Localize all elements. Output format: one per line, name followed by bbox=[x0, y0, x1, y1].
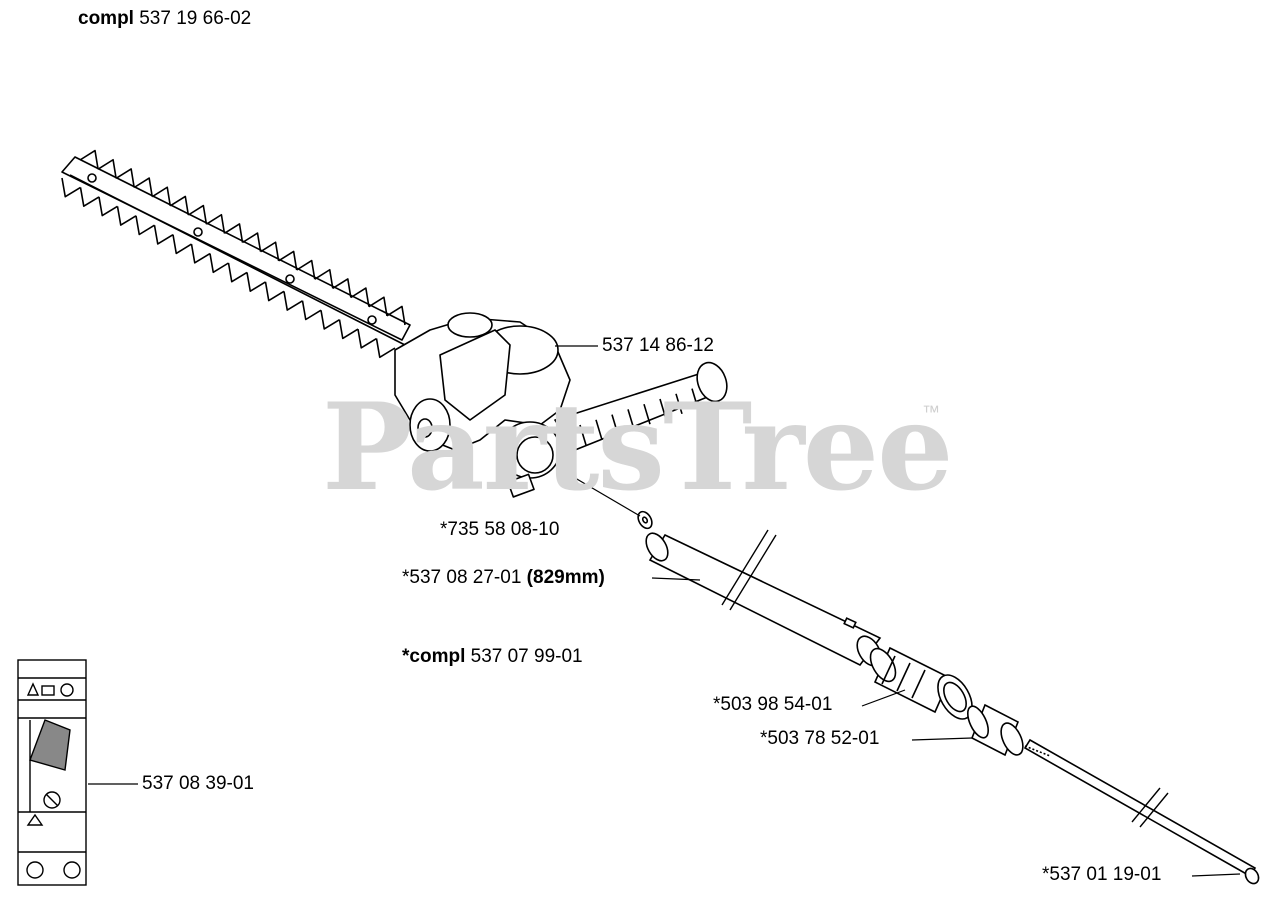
blade-tooth bbox=[135, 215, 155, 236]
blade-tooth bbox=[296, 259, 316, 280]
part-number: *537 08 27-01 bbox=[402, 567, 522, 588]
handle-rib bbox=[627, 409, 635, 430]
bearing-sleeve-drawing bbox=[869, 646, 973, 720]
blade-tooth bbox=[190, 243, 211, 264]
hedge-blade bbox=[61, 149, 411, 359]
handle-rib bbox=[595, 419, 603, 441]
blade-tooth bbox=[278, 250, 298, 271]
gear-housing-drawing bbox=[394, 312, 571, 498]
part-label-shaft-assembly[interactable]: *compl 537 07 99-01 bbox=[402, 646, 583, 668]
handle-rib bbox=[643, 403, 651, 425]
part-number: *735 58 08-10 bbox=[440, 519, 560, 540]
part-number: 537 08 39-01 bbox=[142, 773, 254, 794]
blade-tooth bbox=[264, 281, 285, 302]
decal-drawing bbox=[17, 659, 87, 886]
blade-tooth bbox=[187, 204, 208, 225]
shaft-tube-drawing bbox=[645, 529, 882, 667]
blade-tooth bbox=[338, 319, 359, 340]
part-suffix: (829mm) bbox=[526, 567, 605, 588]
part-prefix: *compl bbox=[402, 646, 466, 667]
header-part-number: 537 19 66-02 bbox=[139, 8, 252, 29]
part-label-bearing-sleeve[interactable]: *503 98 54-01 bbox=[713, 694, 832, 716]
blade-tooth bbox=[116, 206, 137, 226]
blade-tooth bbox=[320, 310, 340, 330]
drive-shaft-drawing bbox=[1023, 738, 1260, 885]
blade-tooth bbox=[169, 195, 190, 216]
blade-tooth bbox=[151, 186, 172, 206]
leader-lines bbox=[555, 345, 1241, 877]
blade-tooth bbox=[209, 253, 229, 274]
blade-tooth bbox=[314, 268, 334, 289]
trademark-symbol: ™ bbox=[922, 402, 940, 422]
blade-tooth bbox=[260, 241, 280, 261]
part-number: 537 14 86-12 bbox=[602, 335, 714, 356]
part-label-shaft-tube[interactable]: *537 08 27-01 (829mm) bbox=[402, 567, 605, 589]
part-number: *537 01 19-01 bbox=[1042, 864, 1162, 885]
blade-tooth bbox=[350, 287, 370, 307]
blade-tooth bbox=[375, 338, 396, 359]
bushing-drawing bbox=[966, 703, 1024, 757]
part-label-bushing[interactable]: *503 78 52-01 bbox=[760, 728, 879, 750]
part-label-drive-shaft[interactable]: *537 01 19-01 bbox=[1042, 864, 1161, 886]
blade-tooth bbox=[386, 305, 406, 326]
blade-tooth bbox=[153, 225, 174, 245]
part-number: 537 07 99-01 bbox=[470, 646, 583, 667]
blade-tooth bbox=[283, 291, 303, 311]
blade-tooth bbox=[357, 328, 377, 349]
blade-tooth bbox=[227, 262, 248, 283]
handle-rib bbox=[579, 424, 587, 446]
blade-tooth bbox=[301, 300, 322, 321]
handle-rib bbox=[691, 388, 699, 409]
handle-rib bbox=[659, 398, 667, 420]
blade-tooth bbox=[224, 223, 244, 243]
part-label-gear-housing[interactable]: 537 14 86-12 bbox=[602, 335, 714, 357]
blade-tooth bbox=[115, 168, 135, 188]
blade-tooth bbox=[242, 232, 262, 252]
blade-tooth bbox=[79, 187, 100, 207]
blade-tooth bbox=[368, 296, 388, 316]
header-prefix: compl bbox=[78, 8, 134, 29]
part-number: *503 78 52-01 bbox=[760, 728, 880, 749]
blade-tooth bbox=[61, 177, 81, 198]
handle-rib bbox=[675, 393, 683, 415]
blade-tooth bbox=[98, 196, 118, 217]
blade-tooth bbox=[332, 278, 352, 298]
handle-rib bbox=[611, 414, 619, 435]
part-label-washer[interactable]: *735 58 08-10 bbox=[440, 519, 559, 541]
washer-drawing bbox=[637, 510, 653, 530]
blade-tooth bbox=[97, 158, 117, 179]
blade-tooth bbox=[205, 213, 226, 234]
header-label: compl 537 19 66-02 bbox=[78, 8, 251, 30]
part-number: *503 98 54-01 bbox=[713, 694, 833, 715]
blade-tooth bbox=[79, 149, 99, 170]
part-label-decal[interactable]: 537 08 39-01 bbox=[142, 773, 254, 795]
watermark: PartsTree bbox=[322, 377, 953, 518]
handle-drawing bbox=[554, 361, 728, 451]
blade-tooth bbox=[172, 234, 192, 255]
blade-tooth bbox=[246, 272, 266, 292]
blade-tooth bbox=[133, 177, 154, 197]
